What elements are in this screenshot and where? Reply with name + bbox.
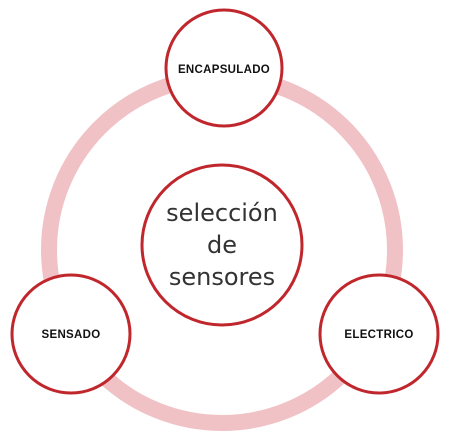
node-sensado: SENSADO (10, 273, 132, 395)
center-node: selección de sensores (140, 163, 304, 327)
center-label-line-2: de (207, 231, 237, 259)
node-electrico-circle (318, 273, 440, 395)
node-electrico-label: ELECTRICO (344, 329, 413, 341)
node-sensado-label: SENSADO (42, 329, 101, 341)
node-encapsulado: ENCAPSULADO (164, 8, 284, 128)
node-sensado-circle (10, 273, 132, 395)
center-circle (140, 163, 304, 327)
node-encapsulado-circle (164, 8, 284, 128)
center-label-line-3: sensores (169, 263, 275, 291)
node-encapsulado-label: ENCAPSULADO (178, 64, 270, 76)
node-electrico: ELECTRICO (318, 273, 440, 395)
center-label-line-1: selección (166, 199, 278, 227)
